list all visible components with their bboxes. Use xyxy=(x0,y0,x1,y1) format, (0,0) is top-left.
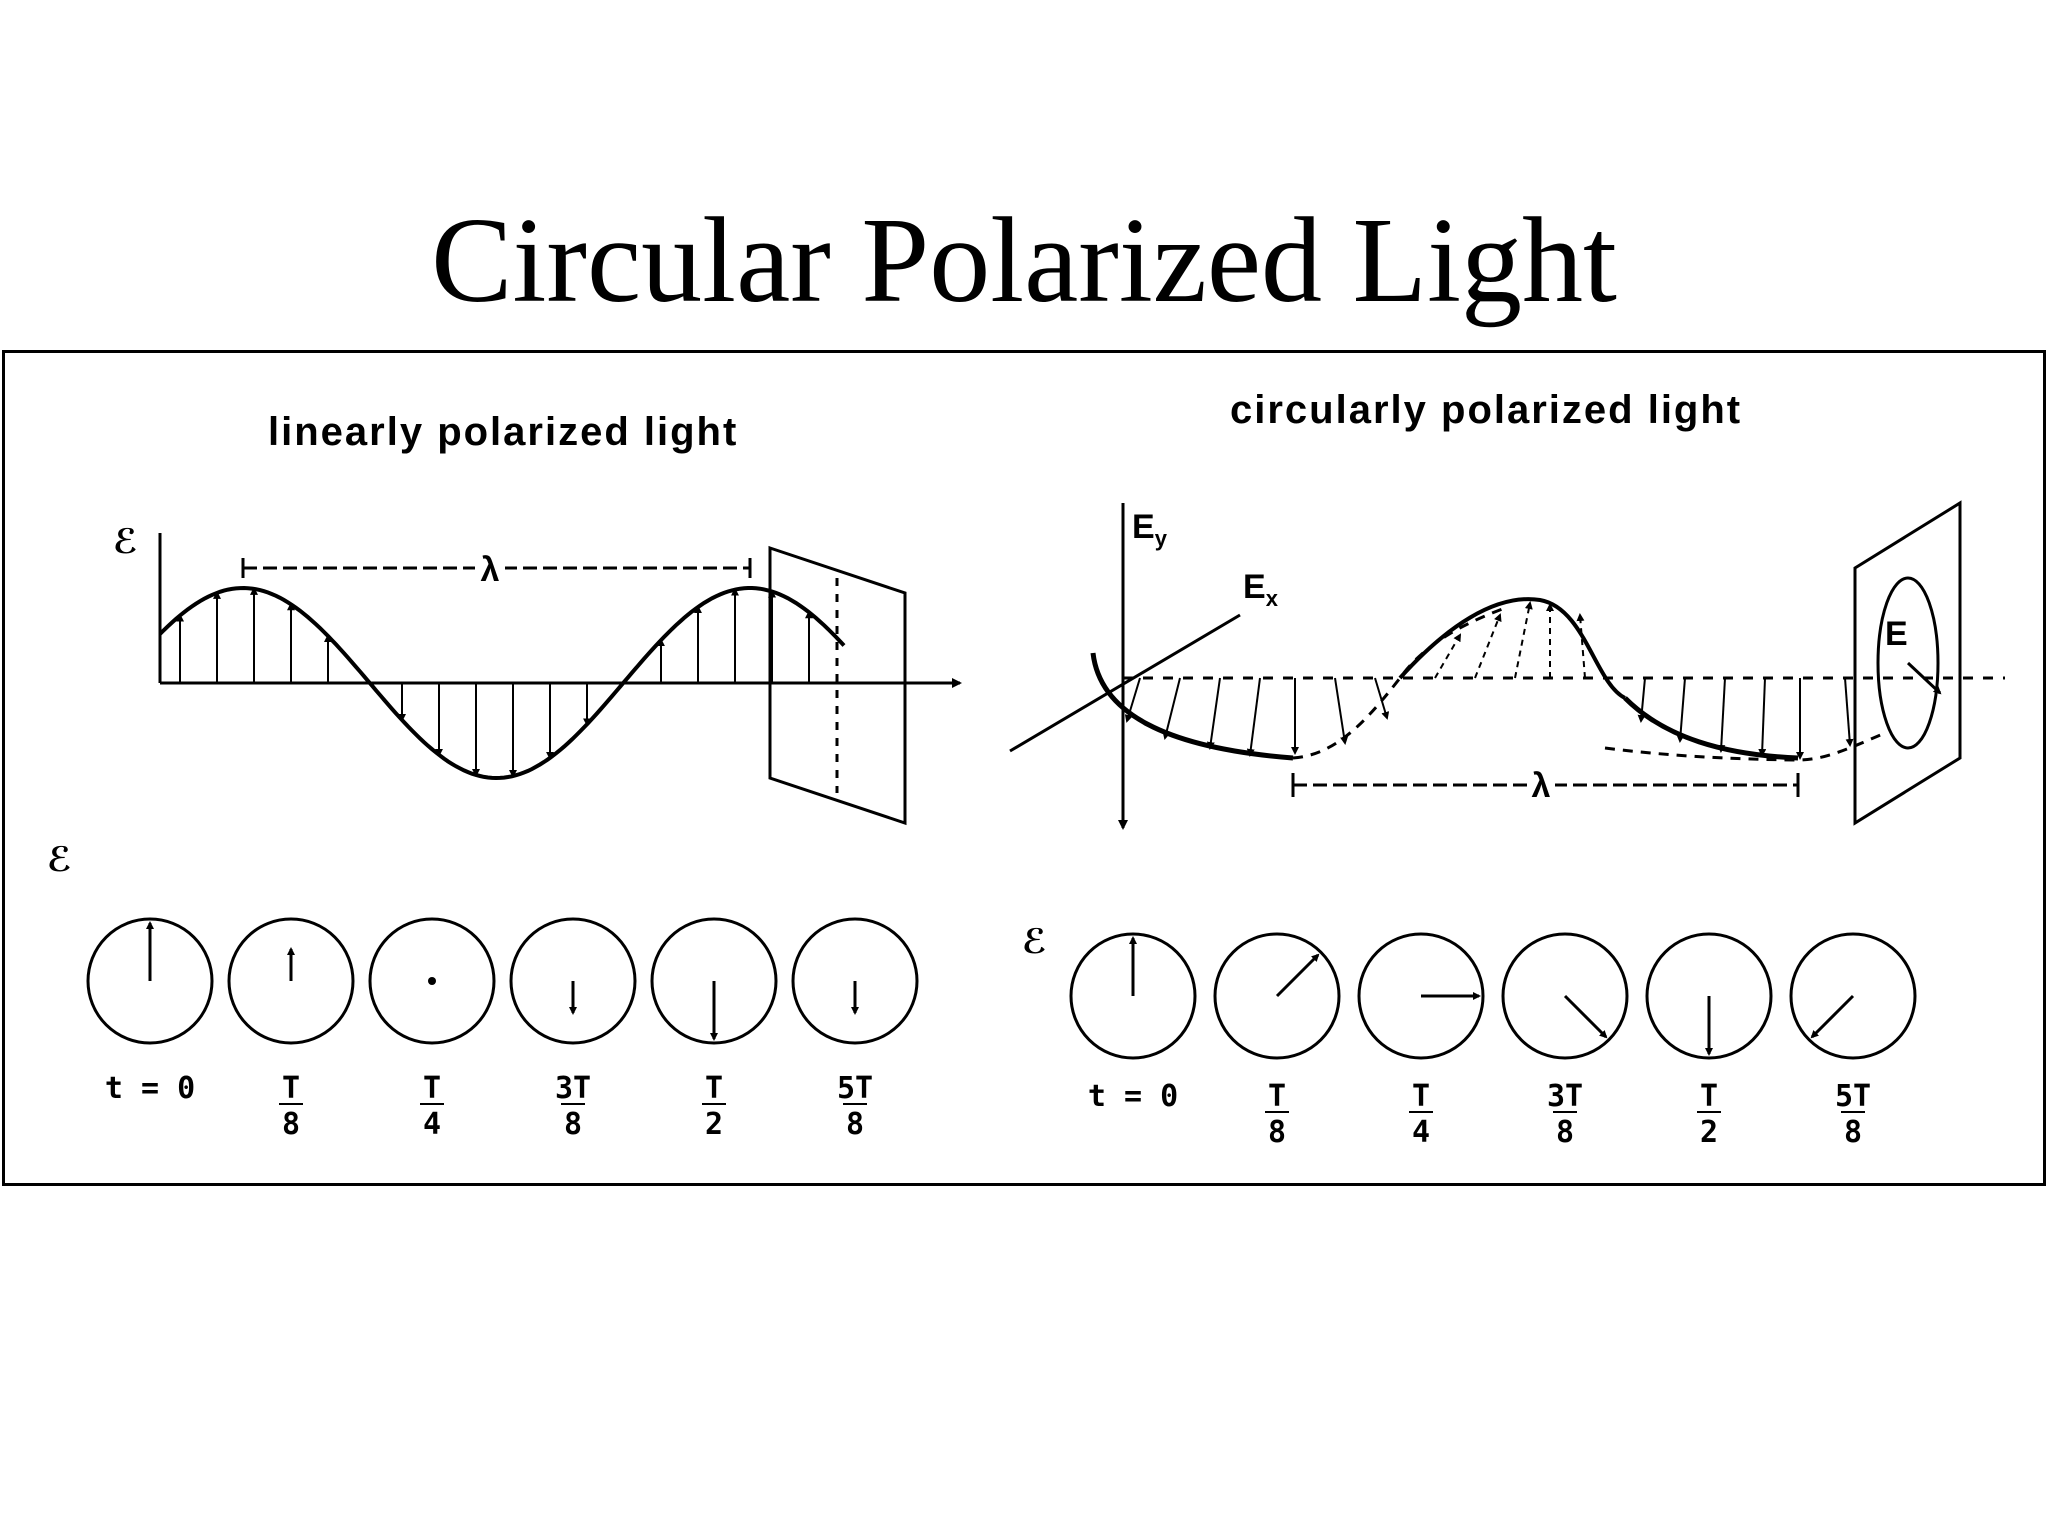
circular-ex-axis xyxy=(1009,613,1241,753)
circular-wavelength-gap xyxy=(1527,767,1555,801)
linear-phase-axis-label: ℰ xyxy=(47,841,72,879)
slide-title: Circular Polarized Light xyxy=(431,193,1617,328)
linear-phase-circle xyxy=(227,917,355,1045)
circular-phase-circle xyxy=(1213,932,1341,1060)
circular-field-vector xyxy=(1374,677,1390,720)
circular-phase-4: T2 xyxy=(1645,932,1773,1150)
circular-phase-axis-label: ℰ xyxy=(1022,923,1047,961)
circular-plane-vector-label: E xyxy=(1885,615,1908,653)
circular-panel: circularly polarized light Ey Ex λ E ℰ t… xyxy=(1009,388,2005,1150)
linear-phase-label-num: T xyxy=(423,1071,441,1106)
linear-polarization-plane xyxy=(768,545,907,826)
circular-field-vector xyxy=(1474,613,1502,679)
circular-field-vector xyxy=(1124,677,1141,723)
linear-phase-2: T4 xyxy=(368,917,496,1142)
circular-field-vector xyxy=(1576,613,1586,679)
circular-field-vector xyxy=(1246,677,1261,757)
linear-phase-label-num: 3T xyxy=(555,1071,591,1106)
circular-phase-3: 3T8 xyxy=(1501,932,1629,1150)
circular-field-vector xyxy=(1434,633,1462,679)
circular-field-vector xyxy=(1334,677,1349,745)
linear-phase-circle xyxy=(509,917,637,1045)
circular-field-vector xyxy=(1717,677,1726,753)
circular-phase-label-num: 3T xyxy=(1547,1079,1583,1114)
circular-field-vector xyxy=(1758,677,1767,757)
linear-phase-0: t = 0 xyxy=(86,917,214,1106)
linear-phase-label-num: 5T xyxy=(837,1071,873,1106)
circular-phase-label-num: T xyxy=(1412,1079,1430,1114)
linear-phase-circle xyxy=(791,917,919,1045)
circular-phase-circle xyxy=(1501,932,1629,1060)
circular-field-vector xyxy=(1844,677,1854,747)
circular-wavelength-label: λ xyxy=(1532,767,1551,805)
linear-phase-label-den: 8 xyxy=(846,1107,864,1142)
linear-e-axis-label: ℰ xyxy=(113,523,138,561)
linear-phase-dot xyxy=(428,977,436,985)
linear-wave-curve xyxy=(158,585,846,781)
circular-phase-label-num: t = 0 xyxy=(1088,1079,1178,1114)
linear-field-vectors xyxy=(176,586,813,778)
linear-phase-1: T8 xyxy=(227,917,355,1142)
circular-phase-arrow xyxy=(1810,994,1855,1039)
circular-phase-2: T4 xyxy=(1357,932,1485,1150)
circular-phase-0: t = 0 xyxy=(1069,932,1197,1114)
circular-phase-label-num: T xyxy=(1700,1079,1718,1114)
circular-panel-title: circularly polarized light xyxy=(1230,388,1742,432)
linear-phase-5: 5T8 xyxy=(791,917,919,1142)
circular-phase-label-den: 2 xyxy=(1700,1115,1718,1150)
circular-phase-circle xyxy=(1069,932,1197,1060)
circular-field-vector xyxy=(1162,677,1181,740)
circular-field-vector xyxy=(1637,677,1646,723)
circular-phase-1: T8 xyxy=(1213,932,1341,1150)
circular-field-vectors xyxy=(1124,601,1854,760)
linear-wavelength-label: λ xyxy=(481,551,500,589)
linear-phase-4: T2 xyxy=(650,917,778,1142)
circular-field-vector xyxy=(1206,677,1221,750)
linear-phase-circle xyxy=(650,917,778,1045)
circular-ex-label: Ex xyxy=(1243,568,1279,611)
circular-phase-label-den: 8 xyxy=(1844,1115,1862,1150)
circular-phase-label-den: 8 xyxy=(1556,1115,1574,1150)
linear-phase-label-den: 4 xyxy=(423,1107,441,1142)
circular-field-vector xyxy=(1676,677,1686,743)
linear-phase-3: 3T8 xyxy=(509,917,637,1142)
linear-phase-label-den: 2 xyxy=(705,1107,723,1142)
circular-helix-crest xyxy=(1398,597,1627,700)
circular-phase-label-den: 8 xyxy=(1268,1115,1286,1150)
linear-panel-title: linearly polarized light xyxy=(268,410,738,454)
circular-plane-vector xyxy=(1906,661,1942,695)
linear-phase-circle xyxy=(368,917,496,1045)
circular-polarization-plane xyxy=(1853,500,1962,826)
circular-phase-label-num: 5T xyxy=(1835,1079,1871,1114)
linear-phase-label-num: T xyxy=(705,1071,723,1106)
circular-ey-label: Ey xyxy=(1132,508,1168,551)
circular-phase-5: 5T8 xyxy=(1789,932,1917,1150)
linear-phase-label-den: 8 xyxy=(564,1107,582,1142)
circular-phase-circle xyxy=(1645,932,1773,1060)
circular-polarization-ellipse xyxy=(1876,576,1940,750)
circular-phase-label-den: 4 xyxy=(1412,1115,1430,1150)
circular-phase-arrow xyxy=(1275,953,1320,998)
circular-phase-circle xyxy=(1789,932,1917,1060)
circular-field-vector xyxy=(1514,601,1533,679)
linear-wavelength-gap xyxy=(475,548,505,584)
circular-phase-arrow xyxy=(1563,994,1608,1039)
linear-phase-label-num: t = 0 xyxy=(105,1071,195,1106)
linear-phase-label-den: 8 xyxy=(282,1107,300,1142)
circular-helix-back xyxy=(1292,606,1886,762)
linear-phase-circle xyxy=(86,917,214,1045)
circular-helix-rear xyxy=(1623,696,1799,761)
circular-phase-label-num: T xyxy=(1268,1079,1286,1114)
circular-phase-circle xyxy=(1357,932,1485,1060)
linear-phase-label-num: T xyxy=(282,1071,300,1106)
